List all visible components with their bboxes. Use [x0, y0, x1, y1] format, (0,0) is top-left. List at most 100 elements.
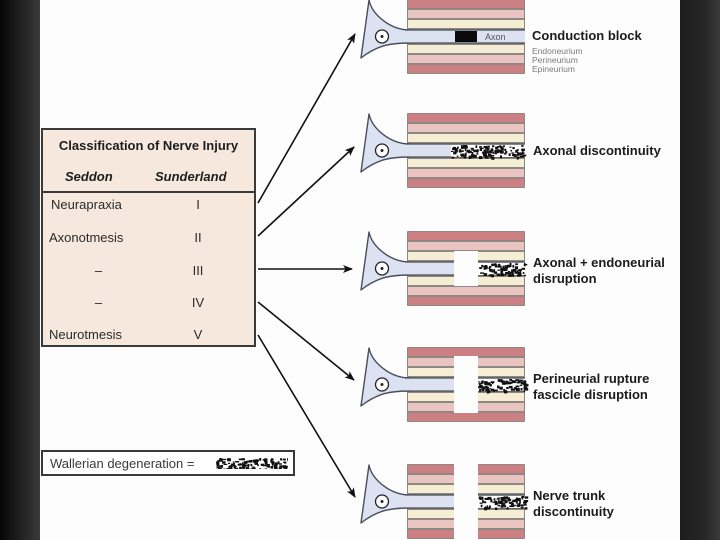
degeneration-speckle — [503, 496, 506, 499]
degeneration-speckle — [521, 267, 526, 270]
degeneration-speckle — [508, 153, 511, 156]
arrow-to-panel-5 — [257, 334, 356, 498]
degeneration-speckle — [227, 458, 231, 462]
axon-label: Axon — [485, 32, 506, 42]
degeneration-speckle — [262, 464, 267, 467]
degeneration-speckle — [490, 499, 493, 503]
degeneration-speckle — [518, 269, 522, 272]
degeneration-speckle — [483, 149, 487, 153]
degeneration-speckle — [513, 381, 517, 383]
degeneration-speckle — [480, 504, 483, 508]
degeneration-speckle — [487, 145, 490, 148]
legend-label: Wallerian degeneration = — [50, 456, 195, 471]
column-header-sunderland: Sunderland — [155, 169, 227, 184]
degeneration-speckle — [523, 501, 527, 504]
degeneration-speckle — [501, 500, 504, 504]
degeneration-speckle — [519, 155, 523, 158]
degeneration-speckle — [490, 156, 492, 159]
degeneration-speckle — [491, 263, 495, 266]
degeneration-speckle — [507, 264, 512, 268]
degeneration-speckle — [516, 387, 520, 391]
perineurial-gap — [454, 356, 478, 413]
degeneration-speckle — [505, 380, 508, 383]
degeneration-speckle — [483, 151, 486, 155]
degeneration-speckle — [469, 150, 472, 153]
degeneration-speckle — [480, 381, 483, 383]
degeneration-speckle — [489, 505, 491, 508]
degeneration-speckle — [463, 154, 467, 157]
table-row: Neurapraxia I — [43, 197, 254, 217]
degeneration-speckle — [500, 148, 505, 151]
degeneration-speckle — [523, 264, 528, 266]
degeneration-speckle — [510, 502, 514, 506]
degeneration-speckle — [494, 266, 497, 268]
degeneration-speckle — [496, 150, 500, 154]
degeneration-speckle — [500, 497, 505, 501]
degeneration-speckle — [470, 147, 474, 150]
degeneration-speckle — [270, 466, 273, 469]
degeneration-speckle — [516, 156, 520, 160]
degeneration-speckle — [243, 465, 247, 467]
degeneration-speckle — [471, 154, 475, 158]
perineurium-layer — [408, 55, 524, 63]
degeneration-speckle — [488, 269, 493, 271]
degeneration-speckle — [479, 146, 482, 148]
degeneration-speckle — [487, 390, 491, 393]
degeneration-speckle — [471, 152, 474, 155]
degeneration-speckle — [499, 155, 502, 159]
degeneration-speckle — [523, 499, 526, 502]
degeneration-speckle — [486, 505, 489, 508]
degeneration-speckle — [474, 154, 477, 157]
degeneration-speckle — [484, 266, 488, 268]
nerve-panel-endoneurial — [360, 231, 528, 306]
perineurium-layer — [408, 124, 524, 132]
degeneration-speckle — [497, 385, 500, 389]
degeneration-speckle — [522, 383, 526, 386]
degeneration-speckle — [501, 504, 504, 507]
epineurium-layer — [408, 114, 524, 122]
nerve-panel-conduction-block: Axon — [360, 0, 525, 74]
epineurium-layer — [408, 65, 524, 73]
degeneration-speckle — [519, 270, 522, 273]
degeneration-speckle — [507, 266, 510, 268]
degeneration-speckle — [489, 388, 492, 390]
degeneration-speckle — [241, 458, 245, 461]
degeneration-speckle — [457, 146, 459, 149]
perineurium-layer — [408, 169, 524, 177]
degeneration-speckle — [481, 380, 484, 382]
degeneration-speckle — [524, 503, 527, 506]
degeneration-speckle — [481, 264, 483, 268]
degeneration-speckle — [265, 462, 268, 465]
degeneration-speckle — [513, 154, 517, 157]
degeneration-speckle — [479, 389, 482, 392]
degeneration-speckle — [489, 266, 492, 268]
degeneration-speckle — [502, 273, 506, 276]
header-divider — [43, 191, 254, 193]
sunderland-cell: IV — [191, 295, 205, 310]
degeneration-speckle — [473, 149, 478, 153]
degeneration-speckle — [522, 272, 525, 274]
degeneration-speckle — [245, 467, 250, 469]
degeneration-speckle — [500, 380, 504, 383]
degeneration-speckle — [478, 496, 482, 500]
degeneration-speckle — [483, 273, 488, 276]
degeneration-speckle — [512, 147, 515, 150]
degeneration-speckle — [483, 381, 486, 384]
degeneration-speckle — [519, 379, 523, 382]
degeneration-speckle — [512, 268, 517, 272]
degeneration-speckle — [515, 263, 518, 266]
degeneration-speckle — [494, 263, 497, 267]
degeneration-speckle — [216, 462, 220, 465]
degeneration-speckle — [502, 268, 506, 271]
degeneration-speckle — [509, 505, 513, 507]
degeneration-bg — [216, 458, 288, 469]
degeneration-speckle — [524, 496, 529, 499]
degeneration-speckle — [459, 148, 462, 151]
degeneration-speckle — [494, 271, 498, 275]
degeneration-speckle — [510, 388, 513, 391]
nerve-panel-trunk — [360, 463, 529, 540]
degeneration-speckle — [464, 148, 467, 151]
degeneration-speckle — [515, 500, 518, 504]
seddon-cell: – — [94, 295, 103, 310]
